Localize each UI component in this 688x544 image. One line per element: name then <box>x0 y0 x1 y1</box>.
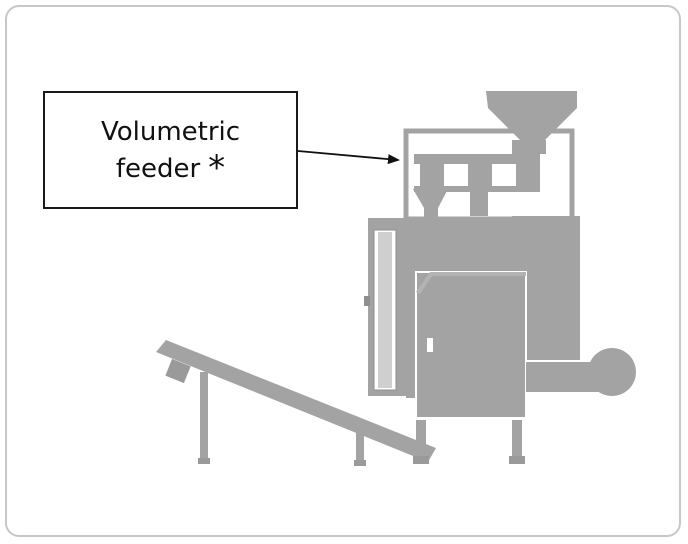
conveyor-hopper <box>165 358 191 384</box>
inclined-conveyor <box>156 340 436 466</box>
volumetric-feeder <box>414 154 540 216</box>
door-handle <box>427 338 433 352</box>
front-cabinet-door <box>415 271 527 419</box>
dosing-funnel <box>413 189 448 208</box>
conveyor-belt <box>156 340 436 462</box>
machine-leg-left <box>416 420 426 464</box>
volumetric-feeder-callout: Volumetric feeder* <box>43 91 298 209</box>
packaging-machine <box>364 91 636 464</box>
machine-leg-right <box>512 420 522 464</box>
callout-line-1: Volumetric <box>100 116 241 147</box>
callout-line-2-text: feeder <box>115 153 201 184</box>
conveyor-leg-left <box>200 372 208 464</box>
callout-arrow <box>297 150 400 165</box>
callout-line-2: feeder* <box>116 150 225 187</box>
feeder-hopper <box>486 91 577 140</box>
film-roll <box>588 348 636 396</box>
conveyor-leg-mid <box>356 432 364 466</box>
asterisk-marker: * <box>208 147 226 188</box>
